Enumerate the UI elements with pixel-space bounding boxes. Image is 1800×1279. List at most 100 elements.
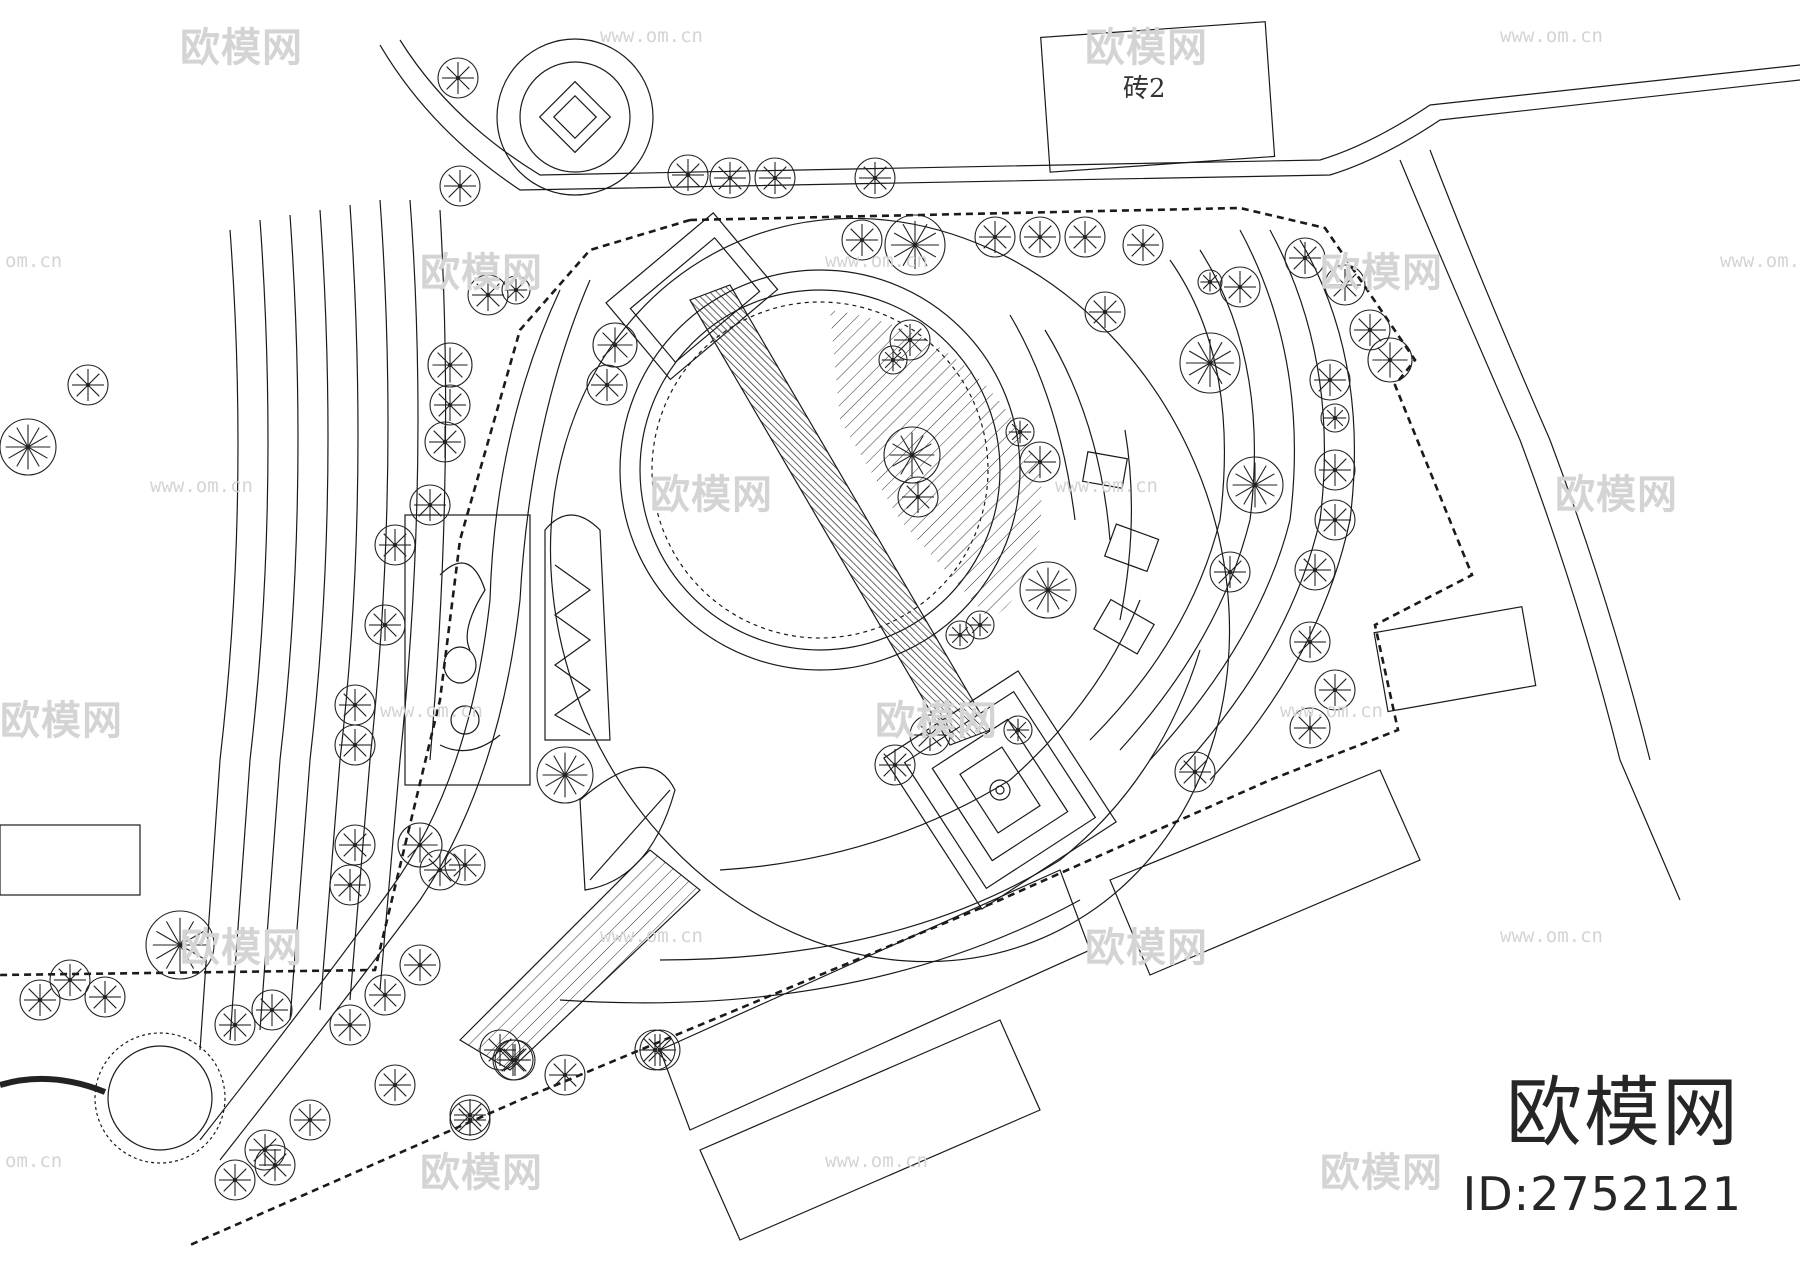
tree-icon — [437, 57, 479, 99]
tree-icon — [214, 1004, 256, 1046]
watermark-url: www.om.cn — [1055, 475, 1158, 497]
watermark-logo: 欧模网 — [180, 25, 303, 71]
tree-icon — [399, 944, 441, 986]
diagonal-bridge — [689, 284, 991, 746]
tree-icon — [1314, 499, 1356, 541]
tree-icon — [429, 384, 471, 426]
tree-icon — [1219, 266, 1261, 308]
tree-icon — [1019, 441, 1061, 483]
tree-icon — [374, 1064, 416, 1106]
watermark-url: om.cn — [5, 250, 63, 272]
watermark-url: www.om.cn — [1500, 925, 1603, 947]
tree-icon — [479, 1029, 521, 1071]
tree-icon — [634, 1029, 676, 1071]
tree-icon — [1122, 224, 1164, 266]
tree-icon — [334, 684, 376, 726]
road-north-edge — [379, 44, 1800, 191]
watermark-url: www.om.cn — [1720, 250, 1800, 272]
tree-icon — [49, 959, 91, 1001]
watermark-url: www.om.cn — [825, 1150, 928, 1172]
tree-icon — [754, 157, 796, 199]
tree-icon — [889, 319, 931, 361]
tree-icon — [709, 157, 751, 199]
tree-icon — [1019, 561, 1077, 619]
tree-icon — [884, 214, 946, 276]
tree-icon — [1309, 359, 1351, 401]
tree-icon — [592, 322, 638, 368]
tree-icon — [883, 426, 941, 484]
tree-icon — [397, 822, 443, 868]
watermark-url: www.om.cn — [380, 700, 483, 722]
tree-icon — [667, 154, 709, 196]
road-west-curve-inner — [199, 289, 561, 1141]
building-top — [1040, 21, 1276, 173]
tree-icon — [364, 974, 406, 1016]
watermark-logo: 欧模网 — [1320, 1150, 1443, 1196]
watermark-logo: 欧模网 — [1555, 472, 1678, 518]
west-garden — [404, 514, 531, 786]
tree-icon — [449, 1099, 491, 1141]
tree-icon — [897, 476, 939, 518]
tree-icon — [1349, 309, 1391, 351]
road-north-edge-inner — [399, 39, 1800, 176]
tree-icon — [374, 524, 416, 566]
tree-icon — [1019, 216, 1061, 258]
central-plaza-outer — [549, 217, 1231, 963]
tree-icon — [409, 484, 451, 526]
watermark-logo: 欧模网 — [420, 1150, 543, 1196]
tree-icon — [1294, 549, 1336, 591]
tree-icon — [1209, 551, 1251, 593]
tree-icon — [974, 216, 1016, 258]
tree-icon — [329, 1004, 371, 1046]
tree-icon — [467, 274, 509, 316]
road-west-curve — [219, 279, 591, 1161]
zigzag-stairs — [553, 564, 592, 736]
tree-icon — [1174, 751, 1216, 793]
tree-icon — [1284, 237, 1326, 279]
watermark-logo: 欧模网 — [0, 698, 123, 744]
watermark-logo: 欧模网 — [1320, 250, 1443, 296]
tree-icon — [945, 620, 975, 650]
roundabout-sw — [107, 1045, 213, 1151]
watermark-logo: 欧模网 — [875, 698, 998, 744]
tree-icon — [444, 844, 486, 886]
watermark-url: www.om.cn — [600, 25, 703, 47]
site-boundary — [189, 206, 1474, 1247]
tree-icon — [289, 1099, 331, 1141]
tree-icon — [501, 275, 531, 305]
tree-icon — [84, 976, 126, 1018]
watermark-url: www.om.cn — [150, 475, 253, 497]
watermark-logo: 欧模网 — [1085, 25, 1208, 71]
block-label: 砖2 — [1123, 74, 1166, 104]
leaf-bed — [579, 766, 676, 891]
tree-icon — [909, 714, 951, 756]
tree-icon — [586, 364, 628, 406]
tree-icon — [1179, 332, 1241, 394]
tree-icon — [1324, 264, 1366, 306]
watermark-url: www.om.cn — [1280, 700, 1383, 722]
tree-icon — [1003, 715, 1033, 745]
brand-title: 欧模网 — [1506, 1068, 1740, 1157]
tree-icon — [1320, 403, 1350, 433]
watermark-logo: 欧模网 — [180, 925, 303, 971]
watermark-url: www.om.cn — [825, 250, 928, 272]
tree-icon — [214, 1159, 256, 1201]
watermark-url: www.om.cn — [1500, 25, 1603, 47]
tree-icon — [244, 1129, 286, 1171]
tree-icon — [1197, 269, 1223, 295]
tree-icon — [1084, 291, 1126, 333]
tree-icon — [439, 165, 481, 207]
tree-icon — [419, 849, 461, 891]
fountain-square — [883, 670, 1117, 910]
tree-icon — [1064, 216, 1106, 258]
tree-icon — [1005, 417, 1035, 447]
tree-icon — [1314, 449, 1356, 491]
road-east-edge-inner — [1429, 149, 1651, 761]
watermark-logo: 欧模网 — [420, 250, 543, 296]
watermark-url: om.cn — [5, 1150, 63, 1172]
tree-icon — [364, 604, 406, 646]
roundabout-outer — [496, 38, 654, 196]
tree-icon — [424, 421, 466, 463]
tree-icon — [1289, 707, 1331, 749]
